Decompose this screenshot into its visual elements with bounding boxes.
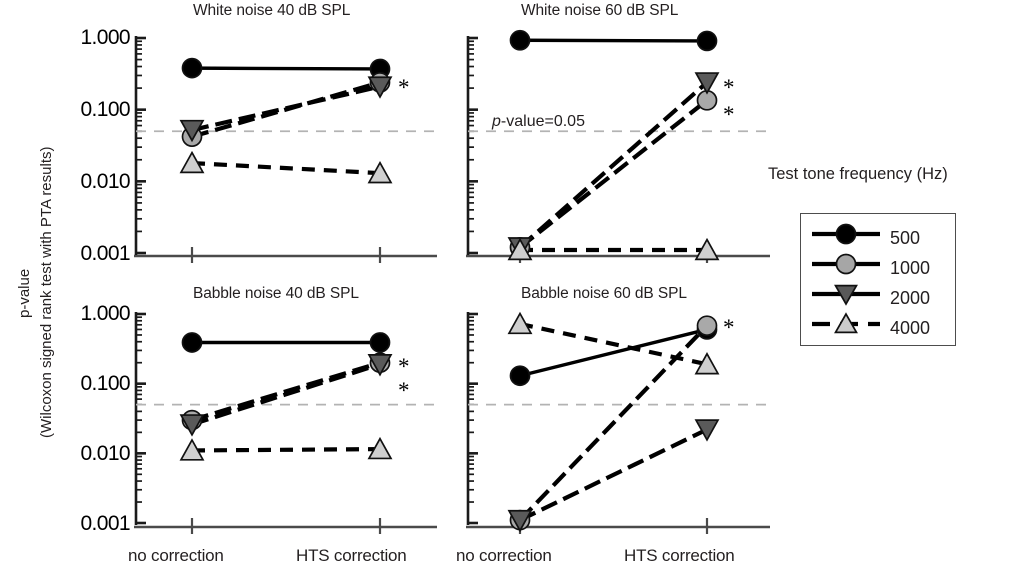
panel-title-babble-60: Babble noise 60 dB SPL <box>521 285 687 302</box>
significance-star-p1-1000: * <box>398 75 410 100</box>
series-line-1000 <box>518 324 709 522</box>
legend-title: Test tone frequency (Hz) <box>768 165 948 183</box>
xtick-label-right-hts-correction: HTS correction <box>624 546 735 565</box>
series-line-2000 <box>519 427 708 523</box>
significance-star-p4-1000: * <box>723 315 735 340</box>
xtick-label-left-no-correction: no correction <box>128 546 224 565</box>
panel-title-white-60: White noise 60 dB SPL <box>521 2 679 19</box>
legend-label-4000: 4000 <box>890 318 931 338</box>
panel-0-series <box>179 57 393 184</box>
significance-star-p3-2000: * <box>398 378 410 403</box>
legend-marker-2000 <box>834 284 858 306</box>
panel-1-series <box>507 29 720 261</box>
ytick-label-bottom-0001: 0.001 <box>80 512 130 535</box>
significance-star-p3-1000: * <box>398 354 410 379</box>
ytick-label-bottom-1000: 1.000 <box>80 302 130 325</box>
p-value-reference-text: p-value=0.05 <box>492 113 585 130</box>
ytick-label-bottom-0010: 0.010 <box>80 442 130 465</box>
panel-title-white-40: White noise 40 dB SPL <box>193 2 351 19</box>
legend-marker-1000 <box>835 253 857 275</box>
significance-star-p2-2000: * <box>723 75 735 100</box>
ytick-label-bottom-0100: 0.100 <box>80 372 130 395</box>
panel-2-series <box>179 332 393 461</box>
ytick-label-top-0001: 0.001 <box>80 242 130 265</box>
series-line-1000 <box>518 98 709 249</box>
series-line-500 <box>519 327 708 378</box>
legend-label-2000: 2000 <box>890 288 931 308</box>
series-line-4000 <box>519 321 708 367</box>
legend-label-500: 500 <box>890 228 921 248</box>
panel-3-series <box>507 311 720 533</box>
ytick-label-top-1000: 1.000 <box>80 26 130 49</box>
xtick-label-left-hts-correction: HTS correction <box>296 546 407 565</box>
legend-label-1000: 1000 <box>890 258 931 278</box>
series-line-2000 <box>518 80 709 249</box>
ytick-label-top-0010: 0.010 <box>80 170 130 193</box>
xtick-label-right-no-correction: no correction <box>456 546 552 565</box>
series-line-2000 <box>191 84 381 133</box>
series-line-2000 <box>191 362 381 427</box>
series-line-500 <box>191 66 381 71</box>
series-line-500 <box>519 38 708 43</box>
ytick-label-top-0100: 0.100 <box>80 98 130 121</box>
series-line-4000 <box>191 447 381 453</box>
series-line-4000 <box>191 160 381 176</box>
series-line-1000 <box>191 360 381 423</box>
legend-marker-4000 <box>834 312 858 334</box>
legend-marker-500 <box>835 223 857 245</box>
significance-star-p2-1000: * <box>723 102 735 127</box>
legend-symbols <box>812 223 880 334</box>
panel-title-babble-40: Babble noise 40 dB SPL <box>193 285 359 302</box>
p-value-reference-annotation: p-value=0.05 <box>492 113 585 131</box>
